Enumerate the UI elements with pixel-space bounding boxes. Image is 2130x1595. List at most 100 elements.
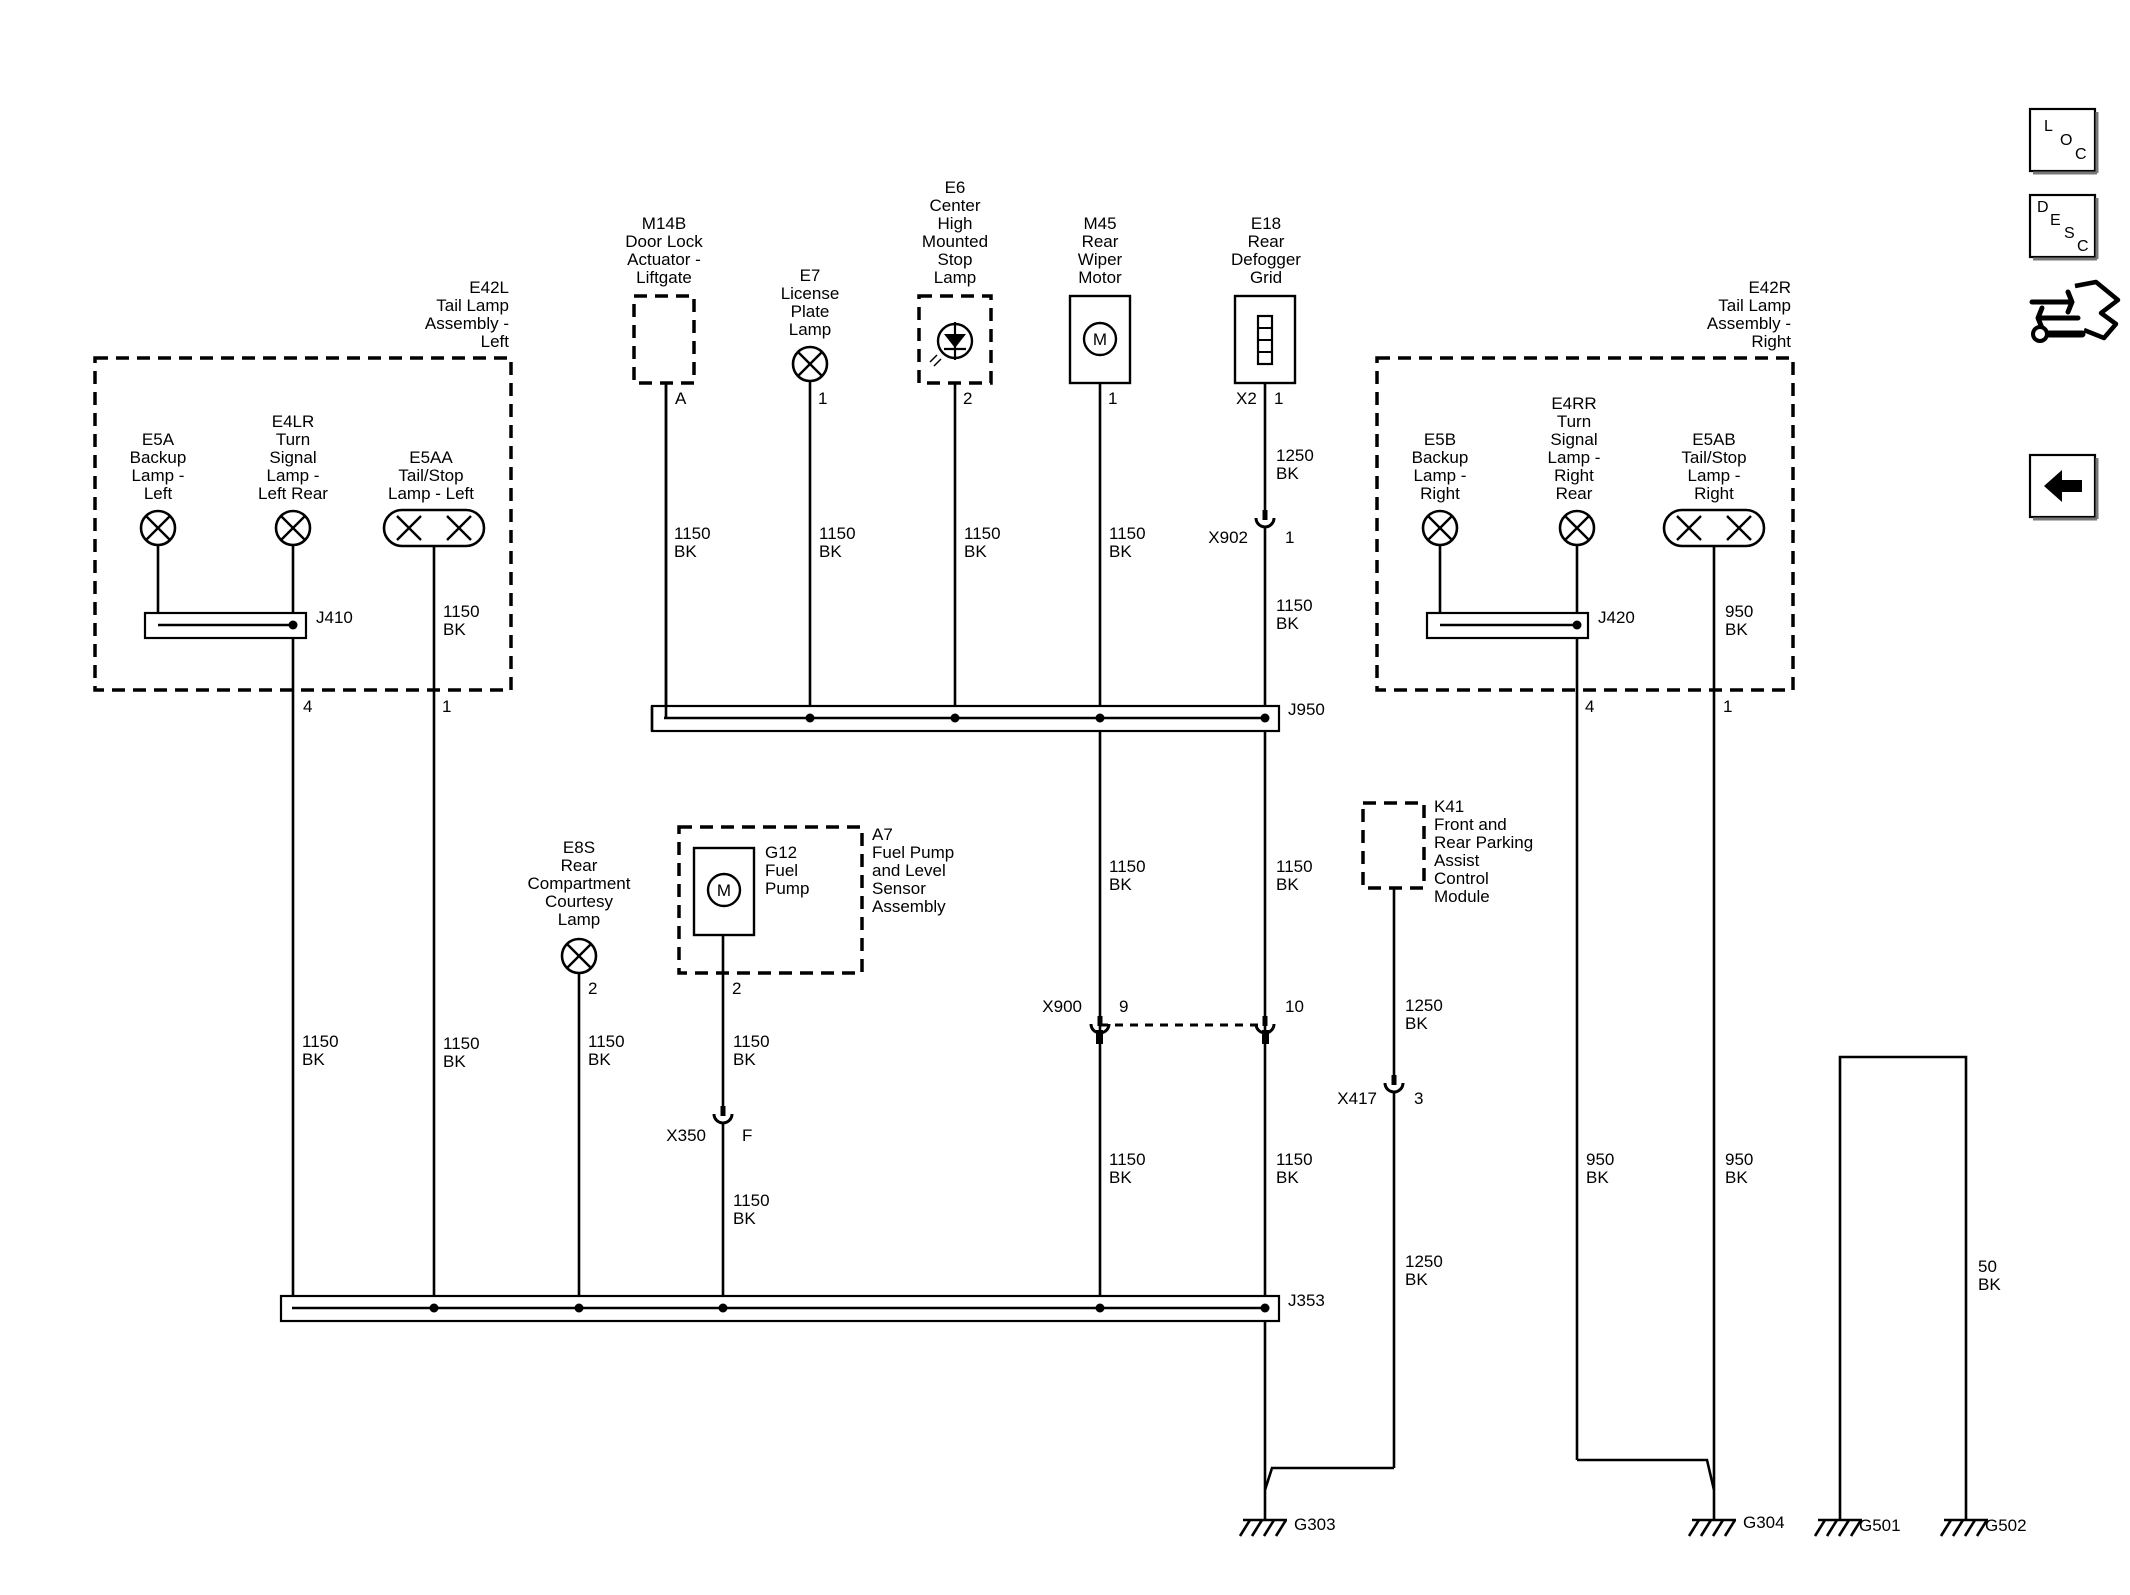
loc-letter: C [2075, 146, 2087, 163]
e8s-line: Lamp [558, 910, 601, 929]
wire-color: BK [1978, 1275, 2001, 1294]
x902-connector-icon [1254, 508, 1276, 529]
e4rr-line: Lamp - [1548, 448, 1601, 467]
e8s-ref: E8S [563, 838, 595, 857]
e6-box [917, 294, 993, 385]
e4rr-line: Rear [1556, 484, 1593, 503]
splice-j410 [143, 611, 308, 640]
e5aa-ref: E5AA [409, 448, 453, 467]
wire-color: BK [1109, 1168, 1132, 1187]
wire-size: 1150 [964, 524, 1001, 543]
m14b-line: Liftgate [636, 268, 692, 287]
e4lr-line: Lamp - [267, 466, 320, 485]
a7-ref: A7 [872, 825, 893, 844]
wire-color: BK [1109, 542, 1132, 561]
e7-line: License [781, 284, 840, 303]
e42r-pin-1: 1 [1723, 697, 1732, 716]
wire-color: BK [1725, 1168, 1748, 1187]
back-button[interactable] [2028, 453, 2099, 521]
repair-procedures-icon[interactable] [2029, 279, 2121, 343]
x900-label: X900 [1042, 997, 1082, 1016]
wire-size: 1150 [1109, 1150, 1146, 1169]
e8s-line: Rear [561, 856, 598, 875]
e5ab-line: Lamp - [1688, 466, 1741, 485]
e6-line: Lamp [934, 268, 977, 287]
e5a-line: Backup [130, 448, 187, 467]
wire-size: 1150 [819, 524, 856, 543]
a7-pin: 2 [732, 979, 741, 998]
x417-label: X417 [1337, 1089, 1377, 1108]
a7-line: Fuel Pump [872, 843, 954, 862]
wire-color: BK [733, 1050, 756, 1069]
wire-color: BK [1276, 614, 1299, 633]
g303-ground-icon [1238, 1518, 1289, 1538]
a7-line: Assembly [872, 897, 946, 916]
splice-j420 [1425, 611, 1590, 640]
wire-size: 950 [1725, 1150, 1753, 1169]
loc-button[interactable]: L O C [2028, 107, 2099, 175]
g501-ground-icon [1813, 1518, 1864, 1538]
m45-line: Motor [1078, 268, 1122, 287]
k41-box [1361, 801, 1426, 890]
e42r-pin-4: 4 [1585, 697, 1594, 716]
e5a-line: Lamp - [132, 466, 185, 485]
pin-labels: A 1 2 1 X2 1 4 1 4 1 2 2 1 9 10 F 3 [303, 389, 1732, 1145]
j420-label: J420 [1598, 608, 1635, 627]
wire-size: 1150 [733, 1032, 770, 1051]
e5a-ref: E5A [142, 430, 175, 449]
component-boxes [93, 294, 1795, 975]
e6-line: Stop [938, 250, 973, 269]
wire-size: 1250 [1405, 996, 1443, 1015]
e6-ref: E6 [945, 178, 966, 197]
component-labels: E42L Tail Lamp Assembly - Left E42R Tail… [130, 178, 1792, 929]
wire-color: BK [443, 1052, 466, 1071]
desc-button[interactable]: D E S C [2028, 193, 2099, 261]
wire-size: 1150 [588, 1032, 625, 1051]
e42r-line: Assembly - [1707, 314, 1791, 333]
wire-size: 1150 [443, 602, 480, 621]
wire-color: BK [443, 620, 466, 639]
e5ab-ref: E5AB [1692, 430, 1735, 449]
e6-line: Mounted [922, 232, 988, 251]
g501-label: G501 [1859, 1516, 1901, 1535]
e4rr-line: Signal [1550, 430, 1597, 449]
e5b-ref: E5B [1424, 430, 1456, 449]
x900-pin-9: 9 [1119, 997, 1128, 1016]
e42l-line: Tail Lamp [436, 296, 509, 315]
e5a-line: Left [144, 484, 173, 503]
e18-connector: X2 [1236, 389, 1257, 408]
e4lr-ref: E4LR [272, 412, 315, 431]
x902-pin: 1 [1285, 528, 1294, 547]
e18-line: Rear [1248, 232, 1285, 251]
wire-color: BK [1276, 1168, 1299, 1187]
k41-line: Module [1434, 887, 1490, 906]
e5b-line: Backup [1412, 448, 1469, 467]
wire-size: 1150 [302, 1032, 339, 1051]
e4rr-line: Right [1554, 466, 1594, 485]
e42l-pin-1: 1 [442, 697, 451, 716]
svg-text:M: M [717, 881, 731, 900]
wire-color: BK [1405, 1270, 1428, 1289]
g304-ground-icon [1687, 1518, 1738, 1538]
x900-pin10-terminal [1262, 1030, 1269, 1044]
x417-pin: 3 [1414, 1089, 1423, 1108]
e4rr-ref: E4RR [1551, 394, 1596, 413]
g304-label: G304 [1743, 1513, 1785, 1532]
splice-j353 [279, 1294, 1281, 1323]
e7-lamp-icon [791, 345, 829, 383]
e4rr-lamp-icon [1558, 509, 1596, 547]
wires [156, 382, 1968, 1520]
wire-color: BK [1276, 875, 1299, 894]
wire-color: BK [819, 542, 842, 561]
e5aa-line: Tail/Stop [398, 466, 463, 485]
wire-size: 1150 [1276, 1150, 1313, 1169]
e4lr-line: Turn [276, 430, 310, 449]
e8s-line: Courtesy [545, 892, 614, 911]
e6-line: Center [929, 196, 980, 215]
e7-pin: 1 [818, 389, 827, 408]
connector-labels: X902 X900 X350 X417 J410 J420 J950 J353 … [316, 528, 2027, 1535]
wire-color: BK [1725, 620, 1748, 639]
e6-led-lamp-icon [929, 322, 974, 367]
wire-color: BK [1405, 1014, 1428, 1033]
wire-color: BK [733, 1209, 756, 1228]
